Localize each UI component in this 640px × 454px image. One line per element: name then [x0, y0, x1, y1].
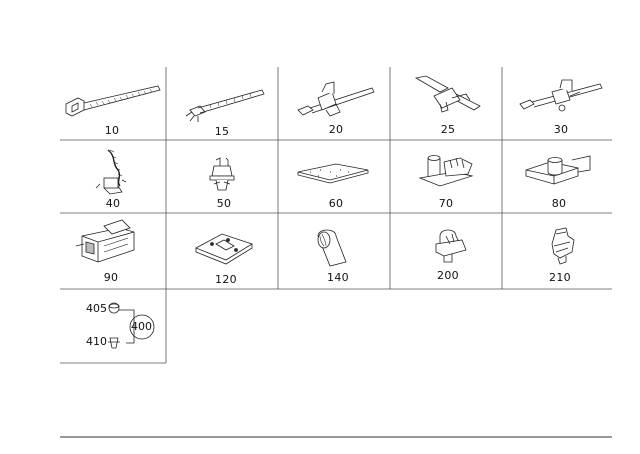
part-number-80: 80 — [551, 197, 567, 210]
part-30-drawing — [519, 79, 603, 112]
part-number-140: 140 — [327, 271, 349, 284]
assembly-number-400: 400 — [131, 320, 152, 333]
assembly-400-drawing — [108, 302, 155, 349]
part-number-30: 30 — [553, 123, 569, 136]
component-number-405: 405 — [86, 302, 107, 315]
part-number-10: 10 — [104, 124, 120, 137]
part-90-drawing — [75, 219, 135, 263]
part-120-drawing — [195, 233, 253, 265]
part-50-drawing — [209, 157, 235, 191]
part-number-200: 200 — [437, 269, 459, 282]
part-number-25: 25 — [440, 123, 456, 136]
part-number-40: 40 — [105, 197, 121, 210]
part-210-drawing — [551, 227, 575, 265]
part-25-drawing — [414, 75, 481, 113]
part-60-drawing — [297, 163, 369, 184]
part-40-drawing — [95, 149, 127, 195]
part-140-drawing — [317, 229, 347, 267]
assembly-400-circle — [129, 314, 155, 340]
part-number-20: 20 — [328, 123, 344, 136]
part-number-60: 60 — [328, 197, 344, 210]
part-number-120: 120 — [215, 273, 237, 286]
part-10-drawing — [65, 85, 161, 117]
part-80-drawing — [525, 155, 591, 185]
component-number-410: 410 — [86, 335, 107, 348]
part-number-210: 210 — [549, 271, 571, 284]
part-200-drawing — [435, 229, 467, 263]
part-number-15: 15 — [214, 125, 230, 138]
part-number-50: 50 — [216, 197, 232, 210]
part-20-drawing — [297, 81, 375, 117]
part-number-90: 90 — [103, 271, 119, 284]
part-15-drawing — [185, 89, 265, 122]
grid-lines — [60, 67, 612, 364]
part-number-70: 70 — [438, 197, 454, 210]
part-70-drawing — [418, 155, 474, 187]
